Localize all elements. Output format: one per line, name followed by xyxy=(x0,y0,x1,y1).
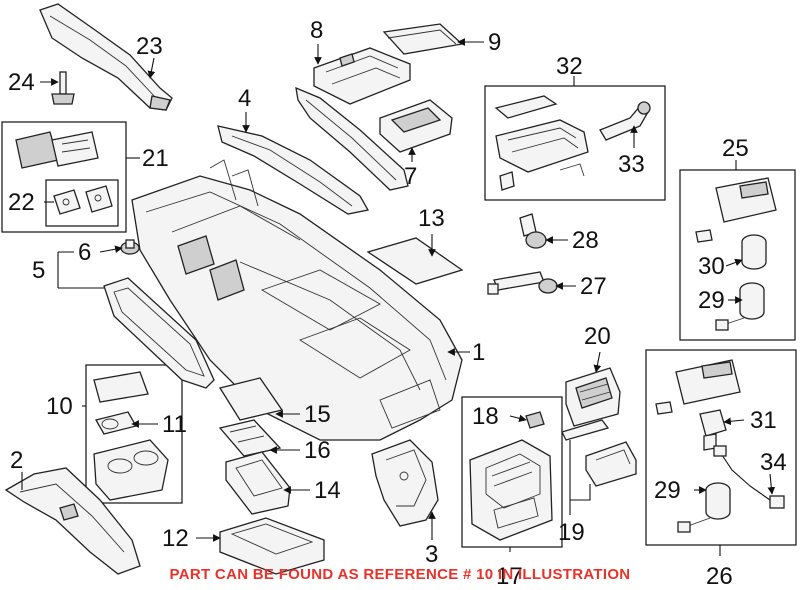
callout-29-upper: 29 xyxy=(698,287,725,314)
part-23-duct xyxy=(39,3,173,111)
part-14-tray xyxy=(225,451,291,515)
group-box-10 xyxy=(85,364,183,504)
part-7-bin xyxy=(379,99,453,153)
part-16-board xyxy=(218,419,282,457)
callout-13: 13 xyxy=(418,205,445,232)
callout-5: 5 xyxy=(32,257,45,284)
callout-31: 31 xyxy=(750,407,777,434)
part-3-bracket xyxy=(371,439,439,527)
callout-1: 1 xyxy=(472,339,485,366)
part-6-plug xyxy=(120,239,140,255)
part-13-mat xyxy=(366,237,464,285)
callout-19: 19 xyxy=(558,519,585,546)
callout-24: 24 xyxy=(8,69,35,96)
part-20-vent xyxy=(565,367,621,427)
callout-3: 3 xyxy=(425,541,438,568)
part-27-connector xyxy=(487,271,558,295)
part-2-bracket xyxy=(4,467,141,575)
part-21-switch xyxy=(15,131,99,169)
callout-29-lower: 29 xyxy=(654,477,681,504)
callout-26: 26 xyxy=(706,563,733,590)
callout-23: 23 xyxy=(136,33,163,60)
callout-14: 14 xyxy=(314,477,341,504)
callout-11: 11 xyxy=(162,411,187,438)
callout-30: 30 xyxy=(698,253,725,280)
part-31-socket xyxy=(699,409,727,451)
callout-7: 7 xyxy=(404,163,417,190)
callout-25: 25 xyxy=(722,135,749,162)
callout-34: 34 xyxy=(760,449,787,476)
part-19-strip xyxy=(561,419,610,441)
callout-18: 18 xyxy=(472,403,499,430)
callout-32: 32 xyxy=(556,53,583,80)
callout-8: 8 xyxy=(310,17,323,44)
callout-4: 4 xyxy=(238,85,251,112)
part-33-lever xyxy=(599,101,651,141)
leader-lines xyxy=(21,38,776,556)
callout-28: 28 xyxy=(572,227,599,254)
part-24-screw xyxy=(51,71,75,105)
callout-9: 9 xyxy=(488,29,501,56)
part-cupholder-body xyxy=(93,439,169,501)
callout-33: 33 xyxy=(618,151,645,178)
part-10-cupholder-lid xyxy=(93,371,149,403)
part-32-assembly xyxy=(494,95,589,191)
part-26-bezel xyxy=(655,359,741,415)
part-25-bezel xyxy=(695,177,777,243)
group-box-21 xyxy=(1,121,127,233)
part-22-clips xyxy=(53,185,113,215)
part-28-socket xyxy=(519,213,547,249)
group-box-26 xyxy=(645,349,797,546)
group-box-17 xyxy=(461,396,563,548)
part-34-harness xyxy=(713,445,785,509)
part-18-clip xyxy=(525,411,545,429)
part-19-bezel xyxy=(585,441,637,487)
callout-15: 15 xyxy=(304,401,331,428)
part-5-gasket xyxy=(103,277,215,389)
callout-17: 17 xyxy=(496,563,523,590)
callout-21: 21 xyxy=(142,145,169,172)
part-trim-strip xyxy=(295,86,409,191)
part-12-bin xyxy=(219,517,325,575)
part-9-lid xyxy=(382,23,464,55)
part-11-ring xyxy=(95,411,137,435)
part-1-console xyxy=(131,159,463,441)
callout-12: 12 xyxy=(162,525,189,552)
part-17-panel xyxy=(469,439,553,541)
callout-20: 20 xyxy=(584,323,611,350)
part-30-socket xyxy=(741,234,767,270)
callout-2: 2 xyxy=(10,447,23,474)
callout-numbers: 1 2 3 4 5 6 7 8 9 10 11 12 13 14 15 16 1… xyxy=(8,17,787,590)
group-box-22 xyxy=(45,179,119,227)
part-4-trim-panel xyxy=(217,125,370,215)
callout-10: 10 xyxy=(46,393,73,420)
part-8-tray xyxy=(313,47,411,105)
part-15-mat xyxy=(218,377,284,421)
callout-27: 27 xyxy=(580,273,607,300)
part-29a-socket xyxy=(715,282,765,331)
group-box-25 xyxy=(679,169,796,341)
group-box-32 xyxy=(484,85,666,201)
callout-6: 6 xyxy=(78,239,91,266)
reference-note: PART CAN BE FOUND AS REFERENCE # 10 IN I… xyxy=(169,566,631,583)
callout-22: 22 xyxy=(8,189,35,216)
callout-16: 16 xyxy=(304,437,331,464)
